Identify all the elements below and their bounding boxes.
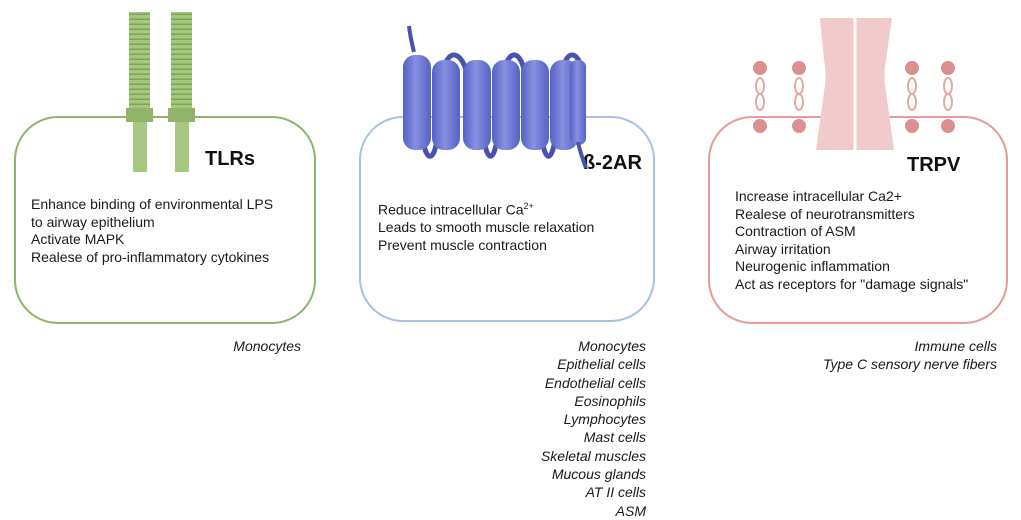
trpv-effect: Neurogenic inflammation xyxy=(735,258,890,274)
cell-type: AT II cells xyxy=(585,484,646,501)
cell-type: Eosinophils xyxy=(574,392,646,409)
trpv-effect: Airway irritation xyxy=(735,240,831,257)
cell-type: Mucous glands xyxy=(551,466,646,483)
b2ar-title: ß-2AR xyxy=(583,152,642,174)
b2ar-box: ß-2AR Reduce intracellular Ca2+ Leads to… xyxy=(359,116,655,322)
b2ar-effect: Leads to smooth muscle relaxation xyxy=(378,219,595,236)
trpv-channel-icon xyxy=(753,18,955,150)
trpv-effect: Act as receptors for "damage signals" xyxy=(735,275,969,292)
tlr-cell-types: Monocytes xyxy=(233,337,301,355)
cell-type: Mast cells xyxy=(583,429,646,446)
trpv-effect: Realese of neurotransmitters xyxy=(735,205,915,222)
tlr-receptor-icon xyxy=(126,12,195,172)
cell-type: Immune cells xyxy=(914,338,997,354)
b2ar-effect: Prevent muscle contraction xyxy=(378,236,547,253)
tlr-effect: to airway epithelium xyxy=(31,213,155,230)
trpv-cell-types: Immune cells Type C sensory nerve fibers xyxy=(823,337,997,374)
tlr-effect: Realese of pro-inflammatory cytokines xyxy=(31,248,270,265)
tlr-effects: Enhance binding of environmental LPS to … xyxy=(31,196,273,266)
cell-type: Endothelial cells xyxy=(544,374,646,391)
cell-type: Type C sensory nerve fibers xyxy=(822,356,997,373)
cell-type: Epithelial cells xyxy=(557,356,646,373)
trpv-effect: Contraction of ASM xyxy=(735,223,856,239)
trpv-effect: Increase intracellular Ca2+ xyxy=(735,188,902,204)
b2ar-receptor-icon xyxy=(403,25,588,169)
cell-type: Monocytes xyxy=(233,338,301,354)
b2ar-cell-types: Monocytes Epithelial cells Endothelial c… xyxy=(541,337,646,520)
trpv-box: TRPV Increase intracellular Ca2+ Realese… xyxy=(708,116,1008,324)
tlr-effect: Activate MAPK xyxy=(31,231,125,247)
tlr-box: TLRs Enhance binding of environmental LP… xyxy=(14,116,316,324)
b2ar-effects: Reduce intracellular Ca2+ Leads to smoot… xyxy=(378,198,594,254)
b2ar-effect: Reduce intracellular Ca2+ xyxy=(378,201,534,218)
cell-type: Lymphocytes xyxy=(563,411,646,428)
cell-type: Skeletal muscles xyxy=(540,447,646,464)
trpv-title: TRPV xyxy=(907,154,961,176)
cell-type: ASM xyxy=(615,502,646,519)
trpv-effects: Increase intracellular Ca2+ Realese of n… xyxy=(735,188,968,293)
tlr-effect: Enhance binding of environmental LPS xyxy=(31,196,274,212)
cell-type: Monocytes xyxy=(578,338,646,354)
tlr-title: TLRs xyxy=(205,148,255,170)
